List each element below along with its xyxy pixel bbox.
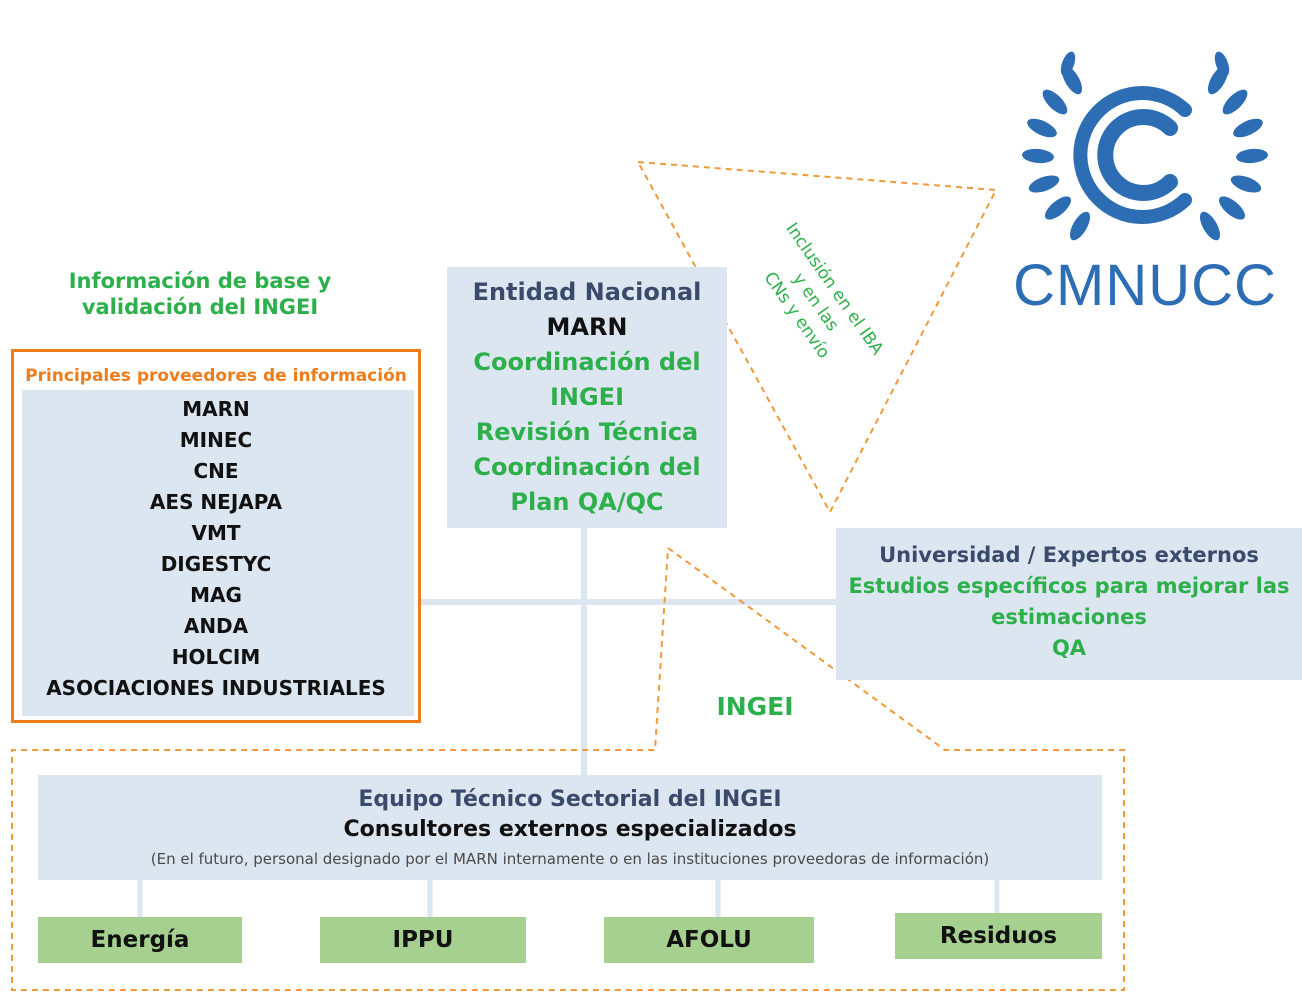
entity-role: INGEI — [549, 383, 625, 411]
provider-item: MAG — [190, 583, 242, 607]
providers-list: MARN MINEC CNE AES NEJAPA VMT DIGESTYC M… — [14, 394, 418, 704]
provider-item: ANDA — [183, 614, 249, 638]
entity-role: Coordinación del — [473, 348, 701, 376]
university-role: estimaciones — [991, 605, 1147, 629]
team-title: Equipo Técnico Sectorial del INGEI — [358, 787, 782, 812]
cmnucc-logo-text: CMNUCC — [1013, 253, 1277, 318]
base-info-heading-line1: Información de base y — [68, 269, 332, 293]
university-title: Universidad / Expertos externos — [879, 543, 1259, 567]
national-entity-box: Entidad Nacional MARN Coordinación del I… — [447, 267, 727, 528]
provider-item: VMT — [191, 521, 241, 545]
provider-item: ASOCIACIONES INDUSTRIALES — [46, 676, 386, 700]
base-info-heading-line2: validación del INGEI — [81, 295, 319, 319]
entity-title: Entidad Nacional — [472, 278, 702, 306]
team-note: (En el futuro, personal designado por el… — [150, 850, 990, 868]
team-subtitle: Consultores externos especializados — [343, 817, 797, 842]
entity-role: Plan QA/QC — [510, 488, 664, 516]
university-box: Universidad / Expertos externos Estudios… — [836, 528, 1302, 680]
entity-marn: MARN — [546, 313, 628, 341]
university-qa: QA — [1051, 636, 1087, 660]
providers-title: Principales proveedores de información — [25, 366, 407, 386]
provider-item: HOLCIM — [171, 645, 261, 669]
entity-role: Revisión Técnica — [475, 418, 699, 446]
ingei-label: INGEI — [716, 692, 794, 721]
sector-ippu: IPPU — [320, 917, 526, 963]
provider-item: CNE — [193, 459, 239, 483]
provider-item: DIGESTYC — [160, 552, 272, 576]
sector-afolu: AFOLU — [604, 917, 814, 963]
sector-energia: Energía — [38, 917, 242, 963]
cmnucc-logo: CMNUCC — [1000, 40, 1290, 320]
entity-role: Coordinación del — [473, 453, 701, 481]
submission-triangle — [636, 160, 998, 515]
provider-item: MINEC — [179, 428, 253, 452]
sector-residuos: Residuos — [895, 913, 1102, 959]
providers-box: Principales proveedores de información M… — [11, 349, 421, 723]
base-info-heading: Información de base y validación del ING… — [40, 268, 360, 320]
providers-list-bg — [22, 390, 414, 716]
provider-item: MARN — [182, 397, 250, 421]
university-role: Estudios específicos para mejorar las — [848, 574, 1290, 598]
sectoral-team-box: Equipo Técnico Sectorial del INGEI Consu… — [38, 775, 1102, 880]
un-laurel-emblem-icon — [1022, 51, 1268, 241]
provider-item: AES NEJAPA — [149, 490, 283, 514]
